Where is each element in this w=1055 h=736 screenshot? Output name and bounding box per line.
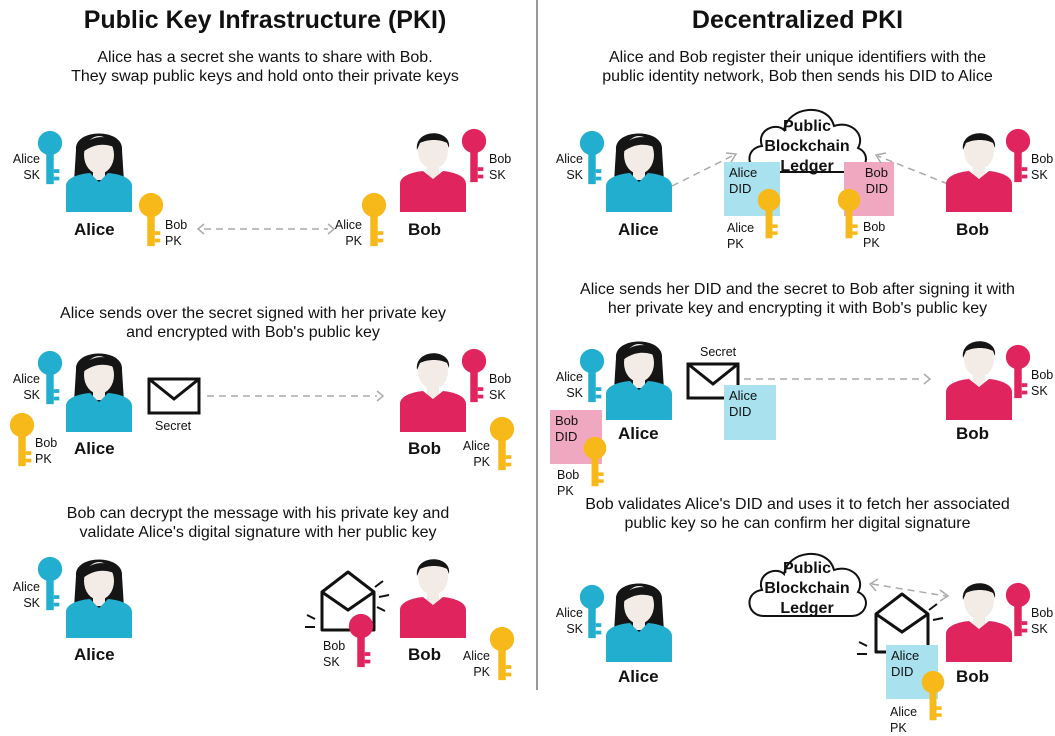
alice-name: Alice	[74, 645, 115, 664]
alice-name: Alice	[74, 439, 115, 458]
bob-sk-key-icon	[1004, 128, 1032, 184]
alice-name: Alice	[618, 667, 659, 686]
bob-pk-key-icon	[836, 188, 862, 240]
secret-label: Secret	[155, 419, 192, 433]
secret-label: Secret	[700, 345, 737, 359]
alice-pk-key-icon	[488, 416, 516, 472]
bob-pk-key-icon	[8, 412, 36, 468]
alice-avatar	[64, 548, 134, 638]
alice-register-arrow	[671, 152, 738, 187]
sparkle-lines	[857, 603, 944, 655]
pki-panel2-description: Alice sends over the secret signed with …	[60, 305, 446, 341]
alice-avatar	[64, 122, 134, 212]
ledger-lookup-arrow	[868, 578, 950, 602]
alice-sk-key-icon	[578, 348, 606, 404]
alice-name: Alice	[618, 220, 659, 239]
alice-pk-key-icon	[488, 626, 516, 682]
alice-sk-key-icon	[578, 130, 606, 186]
pki-panel3-description: Bob can decrypt the message with his pri…	[66, 505, 450, 541]
dpki-panel3-description: Bob validates Alice's DID and uses it to…	[585, 496, 1010, 532]
bob-name: Bob	[408, 220, 442, 239]
bob-name: Bob	[408, 439, 442, 458]
alice-avatar	[604, 572, 674, 662]
bob-name: Bob	[956, 424, 990, 443]
alice-pk-key-icon	[756, 188, 782, 240]
bob-pk-key-icon	[137, 192, 165, 248]
dpki-panel2-description: Alice sends her DID and the secret to Bo…	[580, 281, 1015, 317]
alice-avatar	[604, 330, 674, 420]
key-exchange-arrow	[196, 223, 336, 235]
alice-sk-key-icon	[578, 584, 606, 640]
alice-pk-key-icon	[360, 192, 388, 248]
alice-avatar	[604, 122, 674, 212]
bob-avatar	[398, 342, 468, 432]
alice-sk-key-icon	[36, 130, 64, 186]
bob-name: Bob	[956, 667, 990, 686]
bob-avatar	[398, 548, 468, 638]
bob-sk-key-icon	[460, 128, 488, 184]
envelope-icon	[147, 377, 201, 415]
bob-sk-key-icon	[460, 348, 488, 404]
send-arrow	[744, 373, 932, 385]
bob-name: Bob	[956, 220, 990, 239]
send-arrow	[207, 390, 385, 402]
alice-sk-key-icon	[36, 350, 64, 406]
bob-sk-key-icon	[347, 613, 375, 669]
alice-sk-key-icon	[36, 556, 64, 612]
alice-avatar	[64, 342, 134, 432]
bob-sk-key-icon	[1004, 582, 1032, 638]
dpki-title: Decentralized PKI	[691, 6, 904, 34]
alice-name: Alice	[618, 424, 659, 443]
pki-panel1-description: Alice has a secret she wants to share wi…	[71, 49, 459, 85]
bob-avatar	[398, 122, 468, 212]
alice-pk-key-icon	[920, 670, 946, 722]
bob-register-arrow	[874, 152, 949, 185]
pki-title: Public Key Infrastructure (PKI)	[83, 6, 447, 34]
bob-pk-key-icon	[582, 436, 608, 488]
bob-name: Bob	[408, 645, 442, 664]
center-divider	[536, 0, 538, 690]
alice-name: Alice	[74, 220, 115, 239]
bob-sk-key-icon	[1004, 344, 1032, 400]
dpki-panel1-description: Alice and Bob register their unique iden…	[602, 49, 993, 85]
sparkle-lines	[305, 580, 390, 628]
